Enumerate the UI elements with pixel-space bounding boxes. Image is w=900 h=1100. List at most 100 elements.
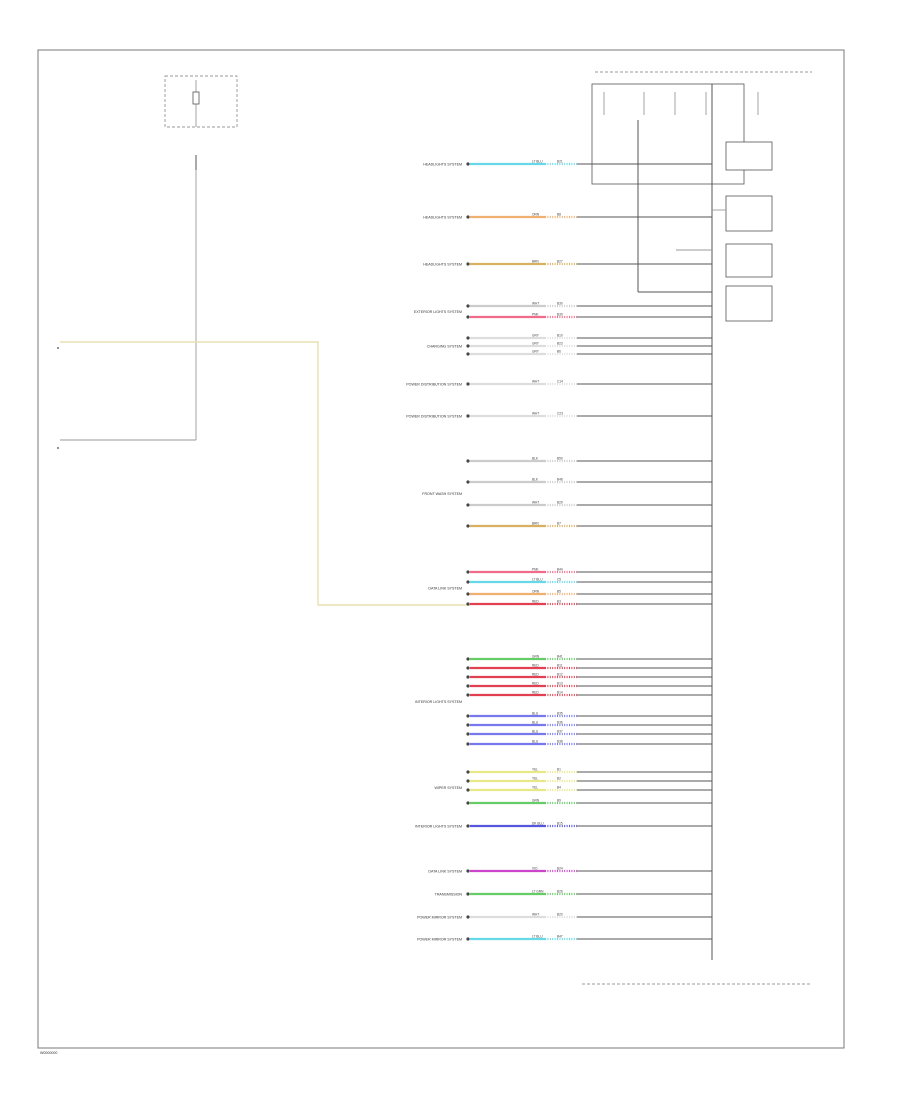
connector-dot (466, 480, 470, 484)
connector-dot (466, 723, 470, 727)
connector-dot (466, 657, 470, 661)
wire-color-code: LT BLU (532, 935, 543, 939)
left-ground-wires (57, 341, 470, 606)
wire-color-code: LT BLU (532, 578, 543, 582)
wire-pin: B30 (557, 302, 563, 306)
wire-pin: B35 (557, 712, 563, 716)
wire-color-code: BRN (532, 260, 539, 264)
connector-dot (466, 732, 470, 736)
wire-color-code: GRY (532, 334, 540, 338)
wire-group-label: INTERIOR LIGHTS SYSTEM (415, 825, 462, 829)
connector-dot (466, 602, 470, 606)
connector-dot (466, 524, 470, 528)
wire-color-code: WHT (532, 913, 539, 917)
wire-pin: B6 (557, 350, 561, 354)
wire-group-label: POWER DISTRIBUTION SYSTEM (406, 383, 462, 387)
connector-dot (466, 382, 470, 386)
connector-dot (466, 801, 470, 805)
connector-dot (466, 262, 470, 266)
connector-dot (466, 570, 470, 574)
wire-color-code: WHT (532, 302, 539, 306)
wire-pin: B10 (557, 334, 563, 338)
wire-color-code: BRN (532, 522, 539, 526)
wire-pin: B21 (557, 160, 563, 164)
wire-group-label: POWER DISTRIBUTION SYSTEM (406, 415, 462, 419)
wire-color-code: BLU (532, 712, 539, 716)
connector-dot (466, 580, 470, 584)
wire-pin: B39 (557, 313, 563, 317)
wire-group-label: TRANSMISSION (435, 893, 463, 897)
connector-dot (466, 336, 470, 340)
wire-pin: B50 (557, 457, 563, 461)
wire-color-code: LT GRN (532, 890, 544, 894)
connector-dot (466, 824, 470, 828)
wire-color-code: BLK (532, 478, 539, 482)
wire-pin: B27 (557, 260, 563, 264)
connector-dot (466, 675, 470, 679)
wire-color-code: LT BLU (532, 160, 543, 164)
wire-pin: B11 (557, 664, 563, 668)
connector-dot (466, 503, 470, 507)
wire-color-code: WHT (532, 380, 539, 384)
connector-dot (466, 869, 470, 873)
right-fuse-block (591, 71, 812, 960)
wire-pin: B14 (557, 691, 563, 695)
wire-group-label: HEADLIGHTS SYSTEM (423, 163, 462, 167)
wire-pin: B13 (557, 682, 563, 686)
wire-color-code: RED (532, 600, 539, 604)
wire-color-code: YEL (532, 777, 538, 781)
connector-dot (466, 742, 470, 746)
wire-color-code: YEL (532, 786, 538, 790)
connector-dot (466, 215, 470, 219)
left-fuse-block (164, 75, 238, 440)
wire-group: POWER DISTRIBUTION SYSTEM WHT C14 (406, 380, 712, 387)
connector-dot (466, 352, 470, 356)
wire-color-code: VIO (532, 867, 538, 871)
wire-pin: B15 (557, 822, 563, 826)
wire-color-code: DK BLU (532, 822, 544, 826)
wire-pin: B8 (557, 213, 561, 217)
diagram-frame (37, 49, 845, 1049)
wire-group-label: HEADLIGHTS SYSTEM (423, 263, 462, 267)
wire-pin: B23 (557, 342, 563, 346)
wire-pin: C14 (557, 380, 563, 384)
wire-pin: B44 (557, 568, 563, 572)
connector-dot (466, 304, 470, 308)
wire-color-code: ORN (532, 213, 540, 217)
wire-color-code: RED (532, 682, 539, 686)
wire-pin: B37 (557, 730, 563, 734)
wire-group-label: EXTERIOR LIGHTS SYSTEM (414, 310, 462, 314)
wire-pin: B48 (557, 478, 563, 482)
wire-group: INTERIOR LIGHTS SYSTEM DK BLU B15 (415, 822, 712, 829)
wire-pin: C23 (557, 412, 563, 416)
wire-color-code: RED (532, 673, 539, 677)
wire-pin: B36 (557, 721, 563, 725)
wire-pin: B3 (557, 600, 561, 604)
connector-dot (466, 315, 470, 319)
wire-group-label: INTERIOR LIGHTS SYSTEM (415, 700, 462, 704)
wire-group: TRANSMISSION LT GRN B26 (435, 890, 712, 897)
wire-group-label: CHARGING SYSTEM (427, 345, 462, 349)
wire-pin: B1 (557, 768, 561, 772)
wire-color-code: RED (532, 664, 539, 668)
connector-dot (466, 684, 470, 688)
wire-pin: B29 (557, 501, 563, 505)
connector-dot (466, 459, 470, 463)
wire-pin: B20 (557, 913, 563, 917)
wire-group-label: POWER MIRROR SYSTEM (417, 938, 462, 942)
wire-color-code: YEL (532, 768, 538, 772)
wire-pin: B12 (557, 673, 563, 677)
wire-pin: B26 (557, 890, 563, 894)
wire-color-code: PNK (532, 313, 539, 317)
connector-dot (466, 344, 470, 348)
wire-group-label: FRONT WASH SYSTEM (422, 492, 462, 496)
